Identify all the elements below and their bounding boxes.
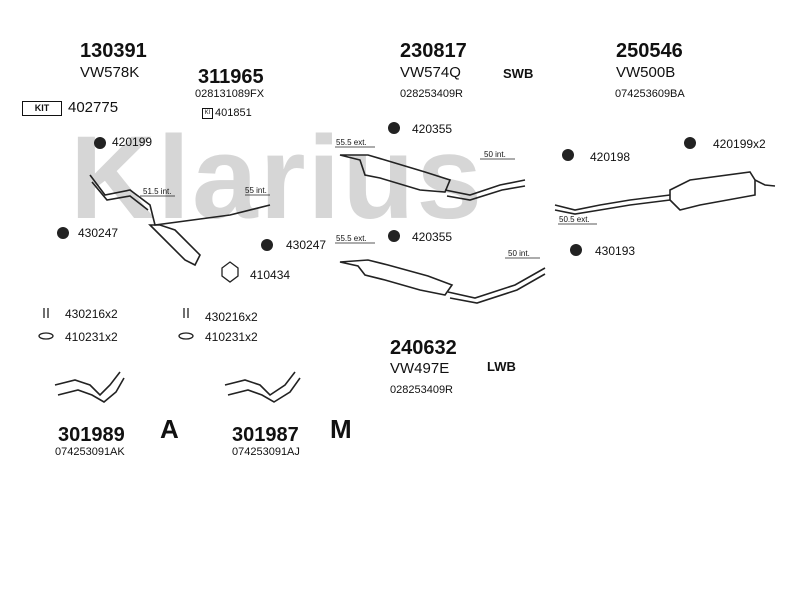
fitting-410231x2-right: 410231x2 xyxy=(205,330,258,344)
part-oem-301987: 074253091AJ xyxy=(232,446,300,458)
seal-410231a-icon xyxy=(38,332,54,340)
part-oem-301989: 074253091AK xyxy=(55,446,125,458)
dim-55-int: 55 int. xyxy=(245,186,267,195)
catalyst-section xyxy=(148,224,201,267)
part-number-301989: 301989 xyxy=(58,424,125,446)
part-ref-vw578k: VW578K xyxy=(80,64,140,81)
mount-430247-icon xyxy=(57,227,69,239)
downpipe-301989 xyxy=(54,371,121,397)
variant-swb: SWB xyxy=(503,66,534,81)
kit-number-402775: 402775 xyxy=(68,99,119,116)
fitting-410434: 410434 xyxy=(250,268,291,282)
rear-silencer-250546 xyxy=(669,171,756,211)
middle-silencer-230817 xyxy=(339,154,452,193)
kit-number-401851: 401851 xyxy=(215,107,252,119)
fitting-420198: 420198 xyxy=(590,150,631,164)
fitting-420199: 420199 xyxy=(112,135,153,149)
fitting-430216x2-left: 430216x2 xyxy=(65,307,118,321)
transmission-manual-icon: M xyxy=(330,414,352,444)
fitting-430216x2-right: 430216x2 xyxy=(205,310,258,324)
part-oem-240632: 028253409R xyxy=(390,384,454,396)
downpipe-301987 xyxy=(224,371,296,397)
middle-silencer-240632 xyxy=(339,259,454,296)
brand-watermark: Klarius xyxy=(70,112,485,244)
part-oem-250546: 074253609BA xyxy=(615,88,685,100)
dim-50-5-ext: 50.5 ext. xyxy=(559,215,590,224)
mount-420355b-icon xyxy=(388,230,400,242)
mount-420355-icon xyxy=(388,122,400,134)
fitting-430247-center: 430247 xyxy=(286,238,327,252)
fitting-410231x2-left: 410231x2 xyxy=(65,330,118,344)
mount-420199-icon xyxy=(94,137,106,149)
mount-430193-icon xyxy=(570,244,582,256)
mount-430247b-icon xyxy=(261,239,273,251)
kit-badge-small: KI xyxy=(202,108,213,119)
dim-51-5-int: 51.5 int. xyxy=(143,187,172,196)
dim-50-int-bottom: 50 int. xyxy=(508,249,530,258)
front-pipe-311965 xyxy=(89,174,271,226)
clamp-430216a-icon xyxy=(43,308,49,318)
dim-55-5-ext-top: 55.5 ext. xyxy=(336,138,367,147)
part-number-301987: 301987 xyxy=(232,424,299,446)
fitting-420355-top: 420355 xyxy=(412,122,453,136)
part-number-130391: 130391 xyxy=(80,40,147,62)
part-number-240632: 240632 xyxy=(390,337,457,359)
part-number-311965: 311965 xyxy=(198,66,264,88)
mount-420199x2-icon xyxy=(684,137,696,149)
fitting-420199x2: 420199x2 xyxy=(713,137,766,151)
part-ref-vw574q: VW574Q xyxy=(400,64,461,81)
transmission-auto-icon: A xyxy=(160,414,179,444)
fitting-430247-left: 430247 xyxy=(78,226,119,240)
fitting-420355-bottom: 420355 xyxy=(412,230,453,244)
fitting-430193: 430193 xyxy=(595,244,636,258)
kit-badge: KIT xyxy=(22,101,62,116)
variant-lwb: LWB xyxy=(487,359,516,374)
mount-420198-icon xyxy=(562,149,574,161)
dim-55-5-ext-bottom: 55.5 ext. xyxy=(336,234,367,243)
dim-50-int-top: 50 int. xyxy=(484,150,506,159)
seal-410231b-icon xyxy=(178,332,194,340)
part-oem-311965: 028131089FX xyxy=(195,88,265,100)
part-number-250546: 250546 xyxy=(616,40,683,62)
part-number-230817: 230817 xyxy=(400,40,467,62)
clamp-430216b-icon xyxy=(183,308,189,318)
part-ref-vw497e: VW497E xyxy=(390,360,450,377)
part-oem-230817: 028253409R xyxy=(400,88,464,100)
gasket-410434-icon xyxy=(221,261,239,283)
part-ref-vw500b: VW500B xyxy=(616,64,676,81)
